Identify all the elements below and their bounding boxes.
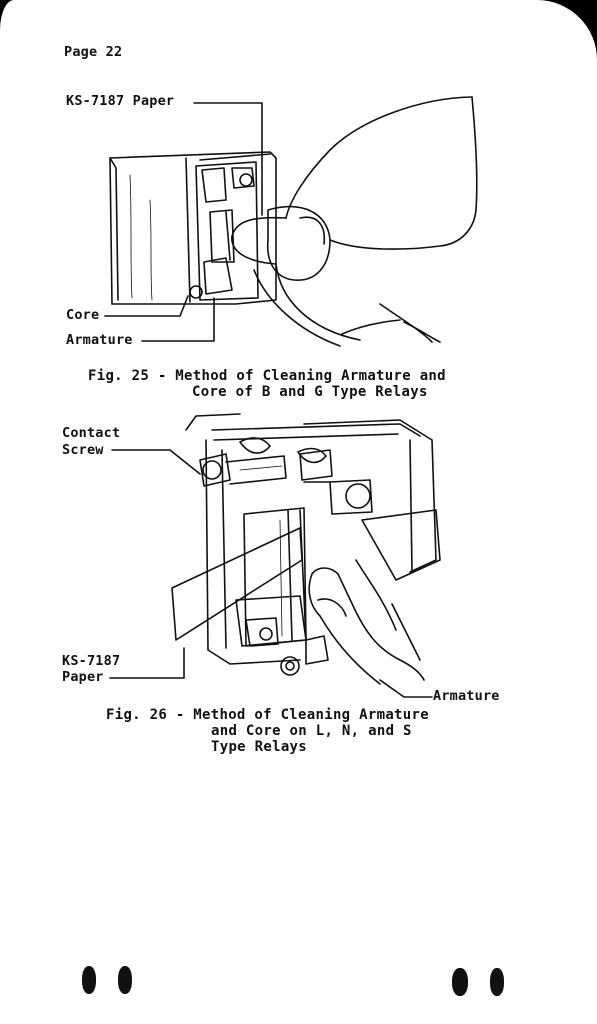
fig26-label-paper-1: KS-7187 xyxy=(62,653,121,669)
fig26-caption-line1: Fig. 26 - Method of Cleaning Armature xyxy=(106,707,429,723)
fig26-label-paper-2: Paper xyxy=(62,669,104,685)
fig26-label-armature: Armature xyxy=(433,688,500,704)
binder-hole xyxy=(82,966,96,994)
binder-hole xyxy=(490,968,504,996)
fig26-label-contact-2: Screw xyxy=(62,442,104,458)
fig26-label-contact-1: Contact xyxy=(62,425,121,441)
fig25-caption-line2: Core of B and G Type Relays xyxy=(192,384,428,400)
page-number: Page 22 xyxy=(64,44,123,60)
fig25-caption-line1: Fig. 25 - Method of Cleaning Armature an… xyxy=(88,368,446,384)
fig25-label-paper: KS-7187 Paper xyxy=(66,93,175,109)
fig25-label-armature: Armature xyxy=(66,332,133,348)
fig25-label-core: Core xyxy=(66,307,100,323)
binder-hole xyxy=(452,968,468,996)
fig26-caption-line2: and Core on L, N, and S xyxy=(211,723,412,739)
binder-hole xyxy=(118,966,132,994)
fig26-caption-line3: Type Relays xyxy=(211,739,308,755)
